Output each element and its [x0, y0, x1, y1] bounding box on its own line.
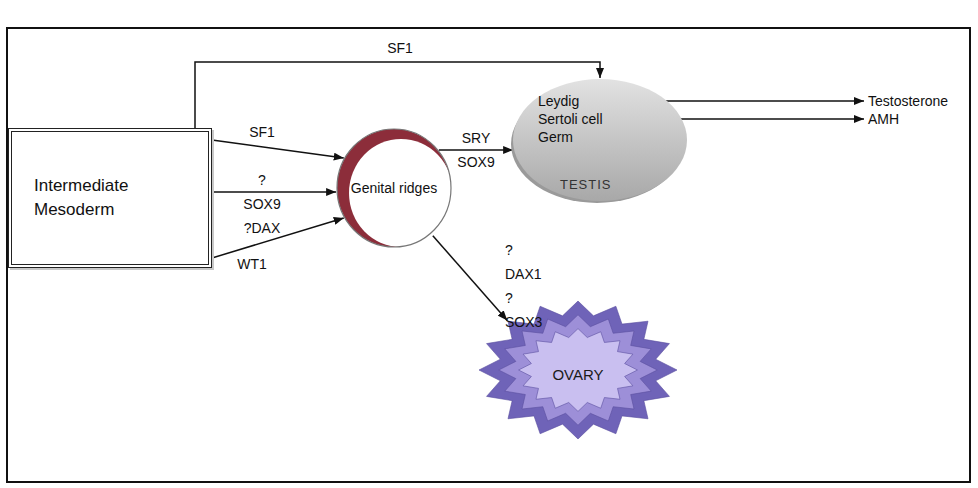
product-label: Testosterone: [868, 92, 948, 110]
tissue-name: Intermediate Mesoderm: [34, 174, 164, 222]
cell-type: Germ: [538, 128, 573, 146]
gene-label: ?DAX1 ?SOX3: [505, 238, 542, 334]
ridge-fill: [349, 139, 453, 247]
edge-label-holder: SF1: [249, 120, 275, 144]
ovary-layer: [499, 315, 657, 425]
gene-label: ?SOX9 ?DAX: [243, 168, 280, 240]
testis-ellipse: LeydigSertoli cellGermTESTIS: [512, 78, 688, 202]
figure-frame: [7, 28, 970, 482]
product-holder: AMH: [868, 110, 899, 128]
gene-label: SRY SOX9: [457, 126, 494, 174]
edge-label-holder: WT1: [237, 252, 267, 276]
edge-label-holder: SRY SOX9: [457, 126, 494, 174]
testis-body: [513, 79, 687, 201]
gene-label: SF1: [387, 36, 413, 60]
edge-label-holder: SF1: [387, 36, 413, 60]
tissue-box: Intermediate Mesoderm: [8, 128, 212, 268]
gene-label: SF1: [249, 120, 275, 144]
ovary-layer: [519, 329, 638, 412]
structure-name: Genital ridges: [351, 179, 437, 197]
pathway-arrow: [431, 234, 507, 321]
ridge-circle: Genital ridges: [336, 128, 452, 248]
ridge-border: [337, 129, 451, 247]
product-label: AMH: [868, 110, 899, 128]
pathway-arrow: [212, 191, 336, 193]
cell-type: Sertoli cell: [538, 110, 603, 128]
edge-label-holder: ?DAX1 ?SOX3: [505, 238, 542, 334]
edge-label-holder: ?SOX9 ?DAX: [243, 168, 280, 240]
pathway-arrow: [212, 140, 344, 158]
product-holder: Testosterone: [868, 92, 948, 110]
pathway-arrow: [439, 149, 513, 151]
cell-type: Leydig: [538, 92, 579, 110]
organ-name: TESTIS: [560, 176, 612, 194]
organ-name: OVARY: [552, 366, 603, 384]
gene-label: WT1: [237, 252, 267, 276]
